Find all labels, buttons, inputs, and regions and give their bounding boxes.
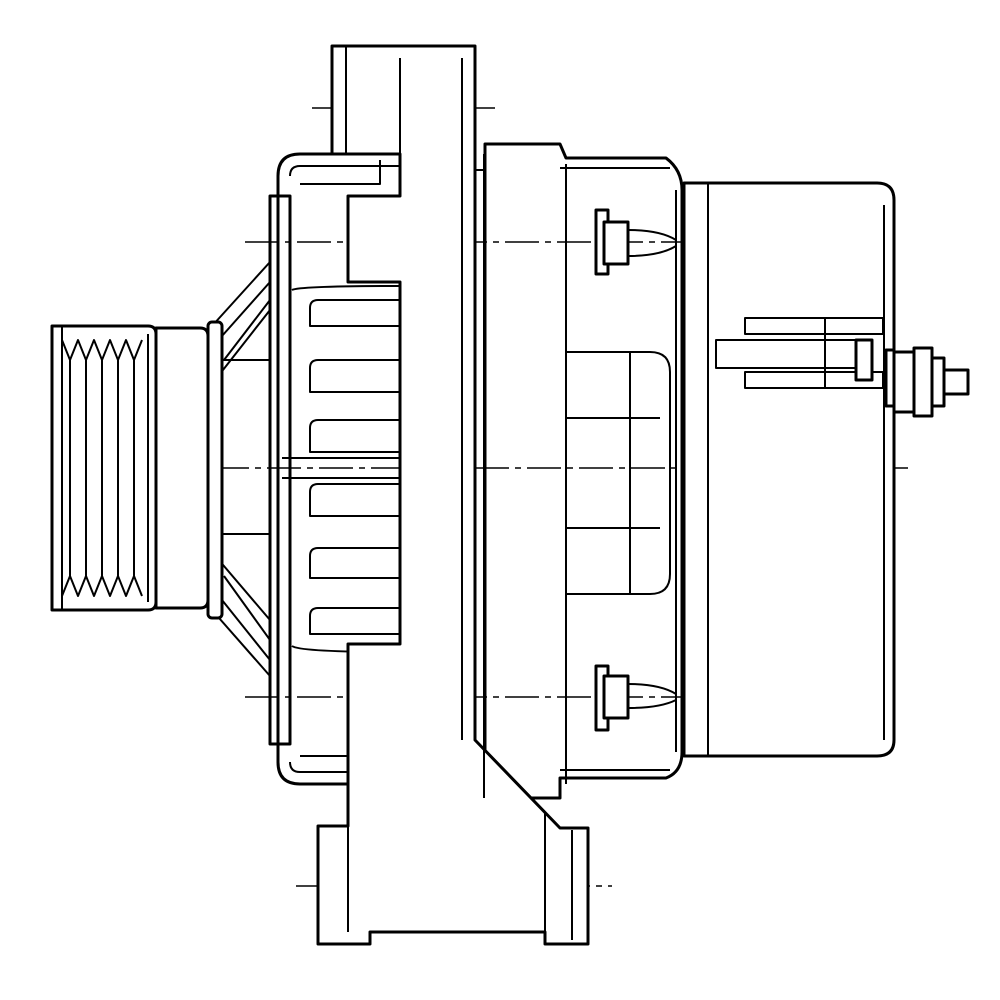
front-fan <box>211 261 271 677</box>
pulley-hub <box>154 320 224 620</box>
rear-housing <box>483 142 684 800</box>
pulley <box>50 324 158 612</box>
terminal-stud <box>715 317 970 418</box>
upper-bolt <box>594 208 677 276</box>
rear-cover <box>682 181 896 758</box>
lower-bolt <box>594 664 677 732</box>
mounting-bracket <box>316 44 590 946</box>
